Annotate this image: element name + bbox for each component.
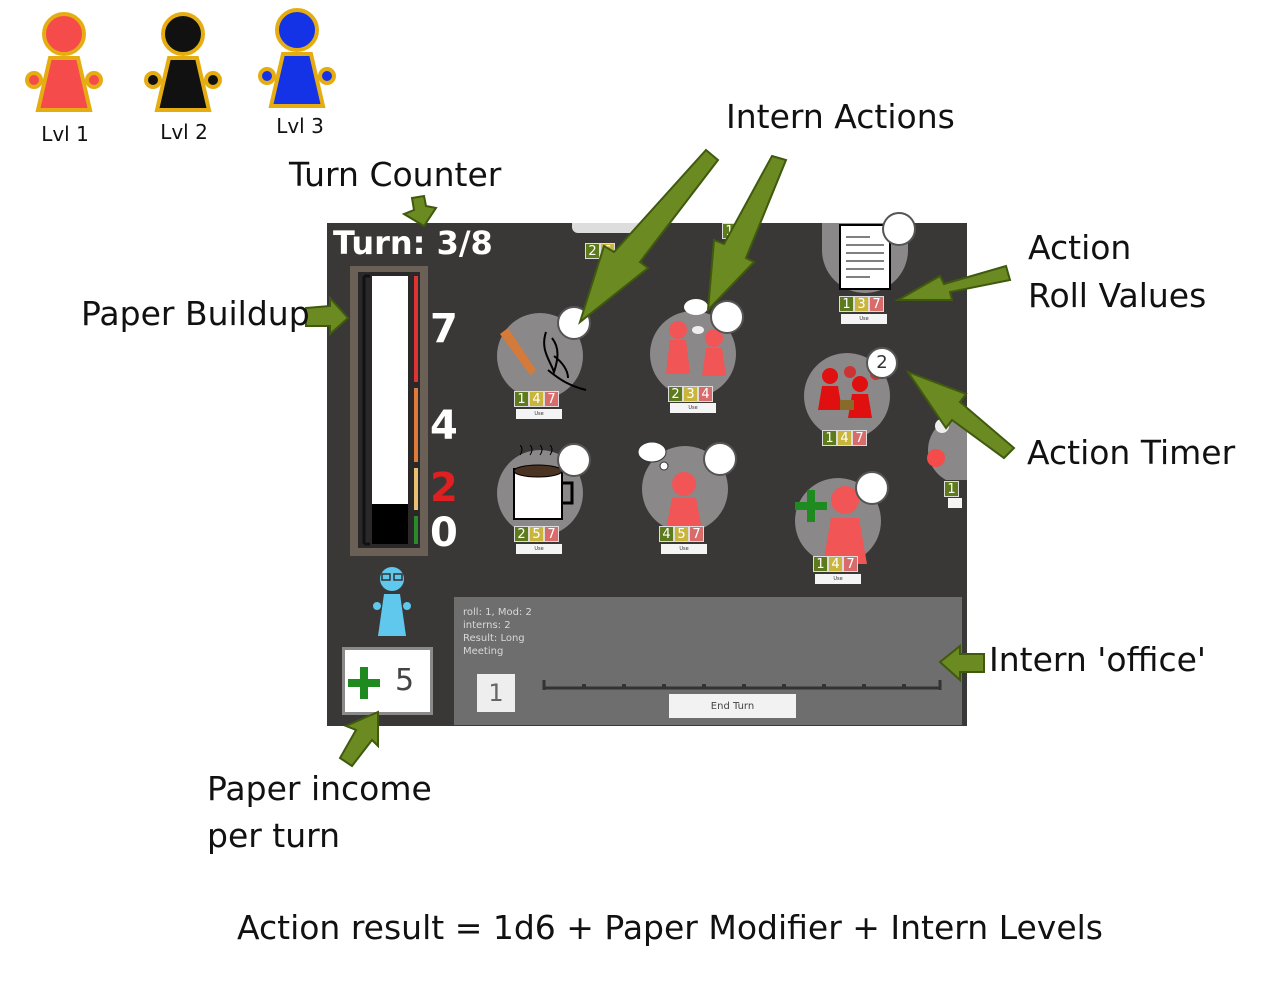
meeple-red-icon	[25, 12, 103, 112]
level-2-label: Lvl 2	[160, 120, 208, 144]
paper-income-box	[342, 647, 433, 715]
end-turn-button[interactable]: End Turn	[669, 694, 796, 718]
partial-action-icon	[927, 416, 996, 484]
action-timer-dot	[557, 443, 591, 477]
meeple-blue-icon	[258, 8, 336, 108]
action-timer: 2	[866, 347, 898, 379]
partial-action-right[interactable]	[924, 410, 996, 484]
label-action-roll-values-1: Action	[1028, 228, 1132, 267]
turn-counter: Turn: 3/8	[333, 224, 493, 262]
office-slot-rail	[542, 680, 942, 690]
meeple-black-icon	[144, 12, 222, 112]
meter-threshold-4: 4	[430, 403, 458, 449]
result-log: roll: 1, Mod: 2 interns: 2 Result: Long …	[463, 606, 553, 658]
handshake-icon	[500, 328, 587, 391]
label-paper-income-1: Paper income	[207, 769, 432, 808]
action-timer-dot	[703, 442, 737, 476]
label-turn-counter: Turn Counter	[289, 155, 502, 194]
formula-caption: Action result = 1d6 + Paper Modifier + I…	[237, 908, 1103, 947]
label-action-roll-values-2: Roll Values	[1028, 276, 1207, 315]
use-button[interactable]: Use	[815, 574, 861, 584]
action-timer-dot	[882, 212, 916, 246]
action-timer-dot	[710, 300, 744, 334]
action-timer-dot	[855, 471, 889, 505]
use-button[interactable]: Use	[670, 403, 716, 413]
log-line: interns: 2	[463, 620, 511, 631]
partial-roll-values: 1	[944, 481, 959, 497]
label-paper-income-2: per turn	[207, 816, 341, 855]
label-intern-actions: Intern Actions	[726, 97, 955, 136]
group-meeting-icon	[818, 366, 882, 418]
level-3-label: Lvl 3	[276, 114, 324, 138]
label-action-timer: Action Timer	[1027, 433, 1236, 472]
arrow-icon	[401, 194, 438, 228]
use-button[interactable]: Use	[841, 314, 887, 324]
meeting-icon	[666, 299, 726, 376]
use-button[interactable]: Use	[661, 544, 707, 554]
log-line: Meeting	[463, 646, 504, 657]
plus-icon	[348, 667, 380, 699]
document-icon	[839, 224, 891, 290]
coffee-mug-icon	[513, 445, 574, 520]
hire-intern-icon	[795, 486, 867, 564]
partial-use-button[interactable]	[948, 498, 962, 508]
level-1-label: Lvl 1	[41, 122, 89, 146]
meter-threshold-0: 0	[430, 510, 458, 556]
paper-meter-fill	[372, 504, 408, 544]
label-intern-office: Intern 'office'	[989, 640, 1206, 679]
paper-meter-scale	[362, 274, 418, 546]
use-button[interactable]: Use	[516, 409, 562, 419]
paper-income-value: 5	[395, 663, 415, 698]
partial-action-top-left[interactable]	[572, 223, 642, 233]
use-button[interactable]: Use	[516, 544, 562, 554]
meter-threshold-7: 7	[430, 306, 458, 352]
action-timer-dot	[557, 306, 591, 340]
meter-threshold-2: 2	[430, 465, 458, 511]
log-line: Result: Long	[463, 633, 525, 644]
office-intern-count: 1	[477, 674, 515, 712]
player-intern-icon	[373, 567, 411, 636]
paper-meter-empty	[372, 276, 408, 504]
label-paper-buildup: Paper Buildup	[81, 294, 310, 333]
log-line: roll: 1, Mod: 2	[463, 607, 532, 618]
thinking-intern-icon	[637, 441, 702, 530]
